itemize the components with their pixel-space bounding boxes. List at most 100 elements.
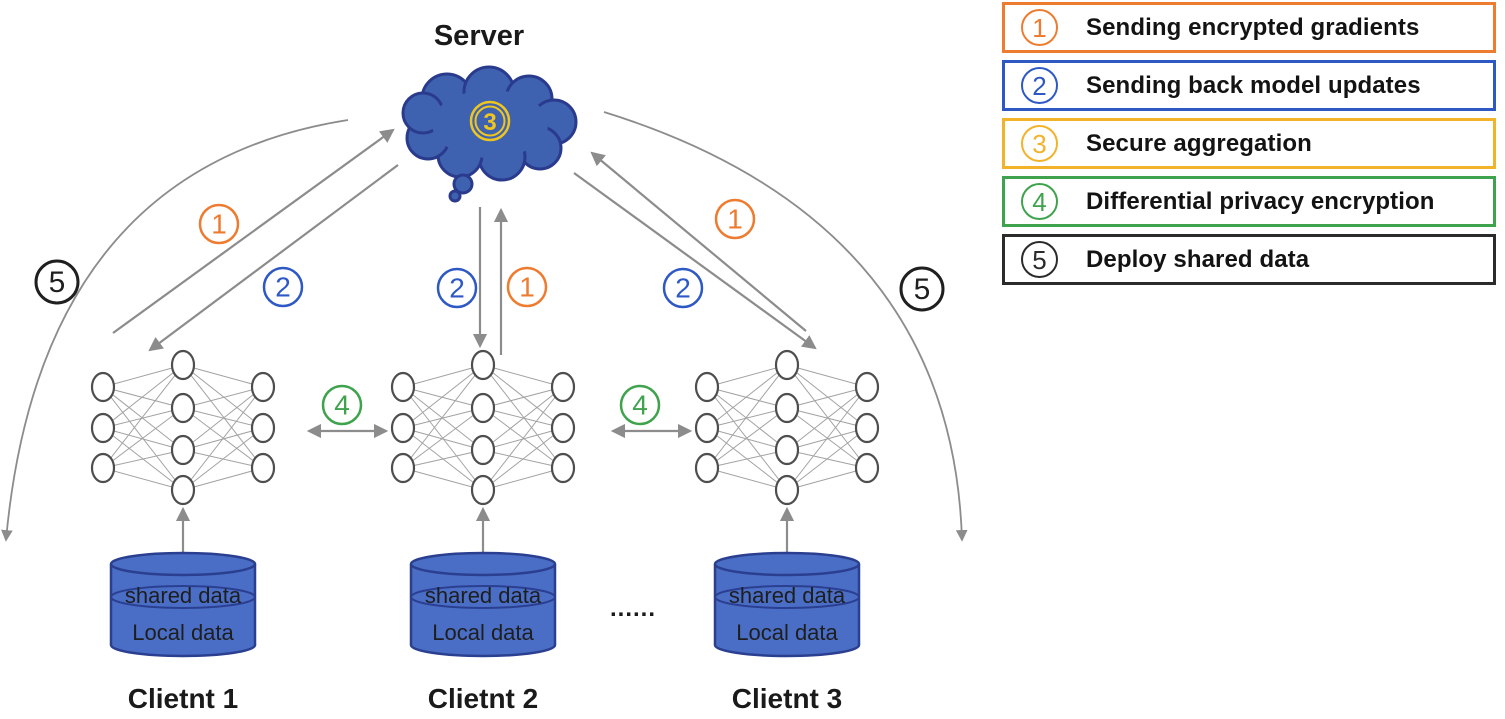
network-edge (482, 467, 564, 491)
network-edge (182, 467, 264, 491)
legend-item-label: Differential privacy encryption (1086, 187, 1435, 215)
network-node (170, 349, 196, 381)
step1-circled-number-icon: 1 (714, 198, 756, 240)
network-node (470, 434, 496, 466)
network-node (470, 392, 496, 424)
badge-number: 5 (914, 273, 931, 306)
network-node (694, 452, 720, 484)
badge-number: 5 (49, 266, 66, 299)
more-clients-ellipsis: ...... (610, 595, 656, 622)
badge-ring (262, 266, 304, 308)
legend-item-2: 2 Sending back model updates (1002, 60, 1496, 111)
network-edge (402, 407, 484, 469)
network-node (854, 452, 880, 484)
network-edge (182, 386, 264, 409)
federated-learning-diagram: Server 3 (1, 20, 968, 714)
step5-circled-number-icon: 5 (899, 266, 945, 312)
legend-item-4: 4 Differential privacy encryption (1002, 176, 1496, 227)
client1-database-icon: shared data Local data (109, 551, 257, 658)
network-edge (102, 386, 184, 409)
network-edge (786, 467, 868, 491)
badge-ring (506, 266, 548, 308)
network-edge (102, 467, 184, 491)
badge-ring (436, 267, 478, 309)
legend: 1 Sending encrypted gradients 2 Sending … (1002, 2, 1496, 285)
network-edge (482, 364, 564, 469)
network-edge (482, 386, 564, 409)
network-edge (182, 364, 264, 388)
secure-aggregation-badge-inner-ring (474, 105, 506, 137)
step1-circled-number-icon: 1 (506, 266, 548, 308)
legend-item-label: Secure aggregation (1086, 129, 1312, 157)
network-node (250, 412, 276, 444)
network-node (774, 434, 800, 466)
network-edge (402, 407, 484, 429)
network-edge (706, 467, 788, 491)
client3-database-icon: shared data Local data (713, 551, 861, 658)
network-node (250, 371, 276, 403)
network-edge (182, 364, 264, 469)
client2-shared-data-label: shared data (425, 583, 542, 608)
badge-number: 4 (632, 390, 648, 421)
network-edge (786, 427, 868, 491)
legend-item-3: 3 Secure aggregation (1002, 118, 1496, 169)
client3-local-data-label: Local data (736, 620, 838, 645)
badge-number: 1 (519, 272, 535, 303)
network-edge (706, 386, 788, 409)
legend-item-label: Sending encrypted gradients (1086, 13, 1420, 41)
legend-step5-circled-number-icon: 5 (1021, 241, 1058, 278)
network-edge (706, 364, 788, 469)
badge-number: 2 (449, 273, 465, 304)
badge-ring (321, 384, 363, 426)
client1-neural-network-icon (90, 349, 276, 506)
badge-ring (34, 259, 80, 305)
network-node (90, 371, 116, 403)
client3-name-label: Clietnt 3 (732, 683, 842, 714)
secure-aggregation-badge-ring (469, 100, 511, 142)
network-node (390, 371, 416, 403)
network-edge (402, 364, 484, 469)
network-edge (402, 427, 484, 451)
step2-circled-number-icon: 2 (662, 267, 704, 309)
step5-circled-number-icon: 5 (34, 259, 80, 305)
network-node (170, 474, 196, 506)
network-edge (786, 364, 868, 429)
badge-ring (619, 384, 661, 426)
step1-circled-number-icon: 1 (198, 203, 240, 245)
deploy-shared-data-curve-right (603, 111, 968, 542)
server-title: Server (434, 20, 524, 52)
legend-step1-circled-number-icon: 1 (1021, 9, 1058, 46)
legend-item-label: Sending back model updates (1086, 71, 1421, 99)
network-node (90, 452, 116, 484)
deploy-shared-data-curve-left (1, 119, 349, 542)
network-edge (402, 467, 484, 491)
network-node (694, 371, 720, 403)
network-node (390, 412, 416, 444)
secure-aggregation-badge-number: 3 (483, 109, 496, 136)
network-node (550, 412, 576, 444)
badge-ring (662, 267, 704, 309)
network-edge (482, 386, 564, 491)
network-edge (402, 449, 484, 469)
network-edge (182, 427, 264, 491)
network-edge (402, 386, 484, 409)
network-edge (706, 364, 788, 429)
client1-local-data-label: Local data (132, 620, 234, 645)
network-node (694, 412, 720, 444)
step4-circled-number-icon: 4 (321, 384, 363, 426)
step2-circled-number-icon: 2 (436, 267, 478, 309)
network-node (390, 452, 416, 484)
arrow-client1-to-server-step1 (112, 128, 395, 334)
arrow-server-to-client1-step2 (148, 164, 399, 352)
badge-ring (899, 266, 945, 312)
network-edge (402, 364, 484, 429)
network-edge (706, 449, 788, 469)
network-edge (182, 364, 264, 429)
network-node (854, 412, 880, 444)
network-node (170, 434, 196, 466)
client1-shared-data-label: shared data (125, 583, 242, 608)
network-node (550, 371, 576, 403)
network-edge (786, 364, 868, 469)
network-node (854, 371, 880, 403)
legend-step2-circled-number-icon: 2 (1021, 67, 1058, 104)
